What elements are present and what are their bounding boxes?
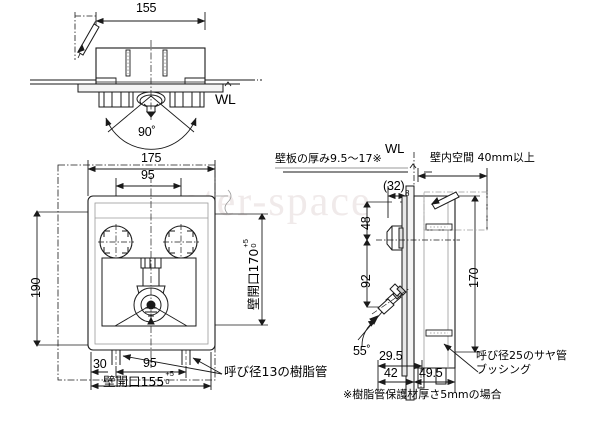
dim-front-height-190: 190: [29, 277, 43, 298]
callout-resin-pipe-13: 呼び径13の樹脂管: [224, 364, 328, 379]
label-wall-board-thickness: 壁板の厚み9.5〜17※: [275, 152, 382, 165]
dim-front-spacing-95-bottom: 95: [143, 356, 157, 370]
dim-side-height-48: 48: [359, 216, 373, 230]
dim-front-edge-30: 30: [93, 357, 107, 371]
dim-side-height-92: 92: [359, 274, 373, 288]
dim-front-width-175: 175: [141, 151, 162, 165]
footnote-protective-material: ※樹脂管保護材厚さ5mmの場合: [343, 388, 502, 401]
dim-side-thickness-8: 8: [405, 189, 410, 198]
label-wall-opening-vertical: 壁開口170: [246, 248, 261, 310]
label-top-water-line: WL: [215, 91, 236, 107]
label-wall-opening-horizontal: 壁開口155: [103, 374, 165, 389]
label-side-water-line: WL: [385, 141, 405, 156]
dim-top-width-155: 155: [136, 1, 157, 15]
label-wall-opening-vertical-group: 壁開口170 +5 0: [241, 237, 263, 310]
dim-side-depth-49-5: 49.5: [419, 366, 443, 380]
tol-lower-155: 0: [165, 377, 170, 386]
dim-side-height-170: 170: [467, 267, 481, 288]
label-wall-opening-horizontal-group: 壁開口155 +5 0: [103, 369, 176, 391]
label-wall-cavity-space: 壁内空間 40mm以上: [430, 151, 535, 164]
tol-lower-170: 0: [249, 243, 258, 248]
dim-side-depth-42: 42: [384, 366, 398, 380]
tol-upper-155: +5: [165, 369, 174, 378]
dim-side-angle-55: 55˚: [353, 344, 371, 358]
dim-front-spacing-95-top: 95: [141, 168, 155, 182]
callout-sheath-pipe-bushing-line1: 呼び径25のサヤ管: [476, 349, 567, 362]
dim-side-depth-29-5: 29.5: [379, 349, 403, 363]
dim-top-angle-90: 90˚: [138, 125, 156, 139]
dim-side-bracket-32: (32): [383, 179, 405, 193]
callout-sheath-pipe-bushing-line2: ブッシング: [476, 363, 531, 376]
